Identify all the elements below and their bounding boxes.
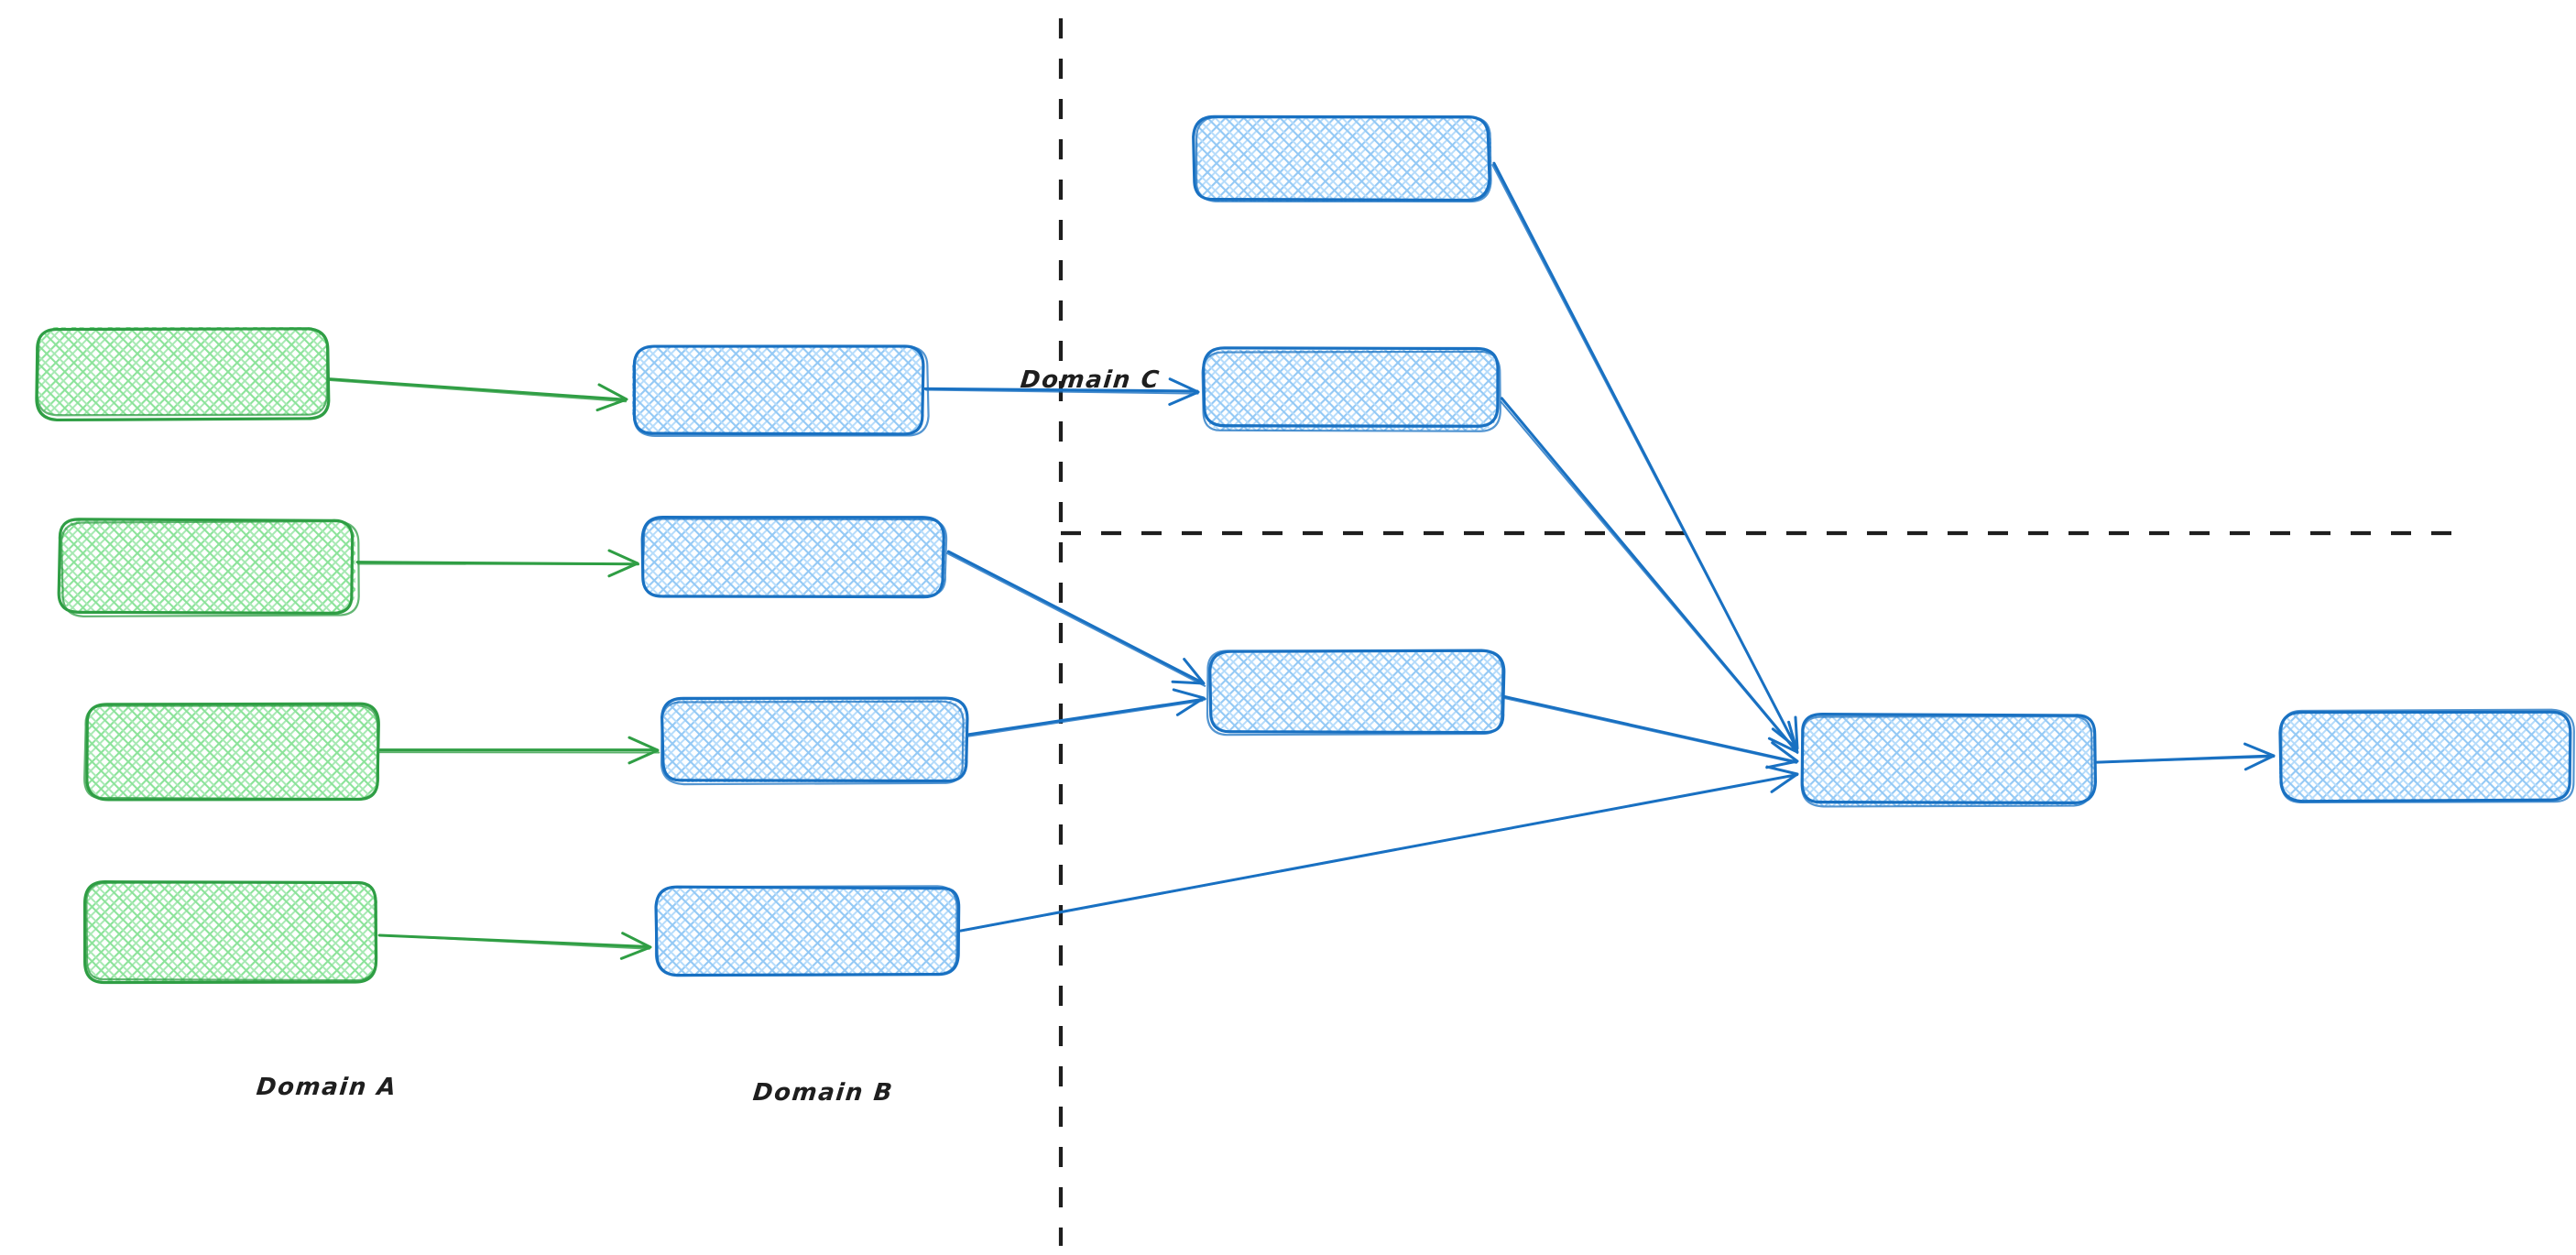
node-a1[interactable] [35,327,331,422]
node-c4[interactable] [1800,713,2097,808]
edge-a3-to-b3 [377,736,660,765]
node-b3[interactable] [660,696,969,786]
domain-label-a: Domain A [255,1074,399,1101]
node-c1[interactable] [1192,115,1492,203]
edge-b4-to-c4 [957,765,1799,933]
edge-layer [327,161,2276,960]
edge-b3-to-c3 [965,688,1206,737]
edge-c2-to-c4 [1500,397,1799,755]
edge-c1-to-c4 [1491,161,1799,751]
edge-b2-to-c3 [946,550,1206,687]
edge-a4-to-b4 [377,932,652,960]
node-b4[interactable] [654,885,961,977]
edge-c3-to-c4 [1503,695,1799,769]
node-c3[interactable] [1206,649,1506,737]
domain-label-b: Domain B [751,1079,895,1107]
divider-layer [1058,18,2462,1246]
edge-c4-to-c5 [2093,742,2276,771]
node-c2[interactable] [1201,346,1501,432]
node-layer [35,115,2575,985]
node-c5[interactable] [2278,708,2575,803]
node-a2[interactable] [57,518,360,617]
node-a3[interactable] [83,702,380,802]
node-b2[interactable] [640,516,948,599]
edge-b1-to-c2 [923,377,1200,406]
edge-a1-to-b1 [327,377,628,412]
node-b1[interactable] [632,344,930,437]
edge-a2-to-b2 [355,549,639,578]
node-a4[interactable] [82,880,378,985]
domain-label-c: Domain C [1019,366,1162,394]
